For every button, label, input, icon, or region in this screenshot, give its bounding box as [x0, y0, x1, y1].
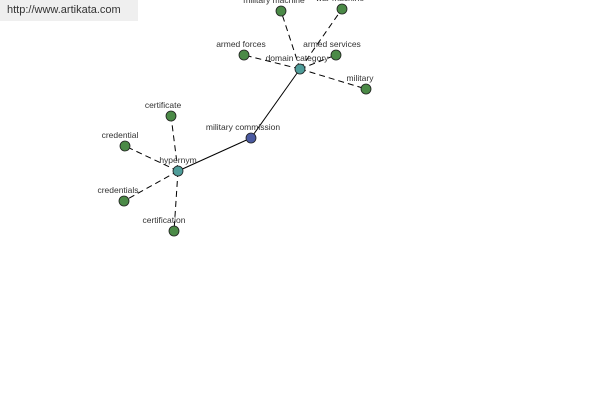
edge-domain-category-to-military	[299, 68, 367, 90]
node-label-domain-category[interactable]: domain category	[266, 53, 330, 63]
node-label-war-machine[interactable]: war machine	[315, 0, 364, 3]
node-label-military-machine[interactable]: military machine	[243, 0, 305, 5]
node-military-machine[interactable]	[275, 5, 287, 17]
node-label-certification[interactable]: certification	[143, 215, 186, 225]
node-armed-forces[interactable]	[238, 49, 250, 61]
node-label-military[interactable]: military	[347, 73, 375, 83]
edge-military-commission-to-domain-category	[250, 68, 301, 139]
edge-domain-category-to-armed-services	[299, 54, 337, 70]
node-credentials[interactable]	[118, 195, 130, 207]
edge-hypernym-to-certification	[173, 170, 179, 232]
edge-domain-category-to-military-machine	[280, 10, 301, 70]
node-domain-category[interactable]	[294, 63, 306, 75]
node-label-credential[interactable]: credential	[102, 130, 139, 140]
edges-layer	[123, 8, 367, 232]
nodes-layer	[118, 3, 372, 237]
edge-military-commission-to-hypernym	[177, 137, 252, 172]
node-label-armed-services[interactable]: armed services	[303, 39, 361, 49]
node-label-credentials[interactable]: credentials	[97, 185, 138, 195]
node-certification[interactable]	[168, 225, 180, 237]
edge-hypernym-to-credentials	[123, 170, 179, 202]
edge-domain-category-to-war-machine	[299, 8, 343, 70]
node-label-hypernym[interactable]: hypernym	[159, 155, 196, 165]
node-credential[interactable]	[119, 140, 131, 152]
labels-layer: military commission domain category hypern…	[97, 0, 374, 225]
node-label-armed-forces[interactable]: armed forces	[216, 39, 266, 49]
node-armed-services[interactable]	[330, 49, 342, 61]
source-url-banner[interactable]: http://www.artikata.com	[0, 0, 138, 21]
node-hypernym[interactable]	[172, 165, 184, 177]
node-military[interactable]	[360, 83, 372, 95]
node-military-commission[interactable]	[245, 132, 257, 144]
node-label-certificate[interactable]: certificate	[145, 100, 182, 110]
node-certificate[interactable]	[165, 110, 177, 122]
node-label-military-commission[interactable]: military commission	[206, 122, 280, 132]
node-war-machine[interactable]	[336, 3, 348, 15]
